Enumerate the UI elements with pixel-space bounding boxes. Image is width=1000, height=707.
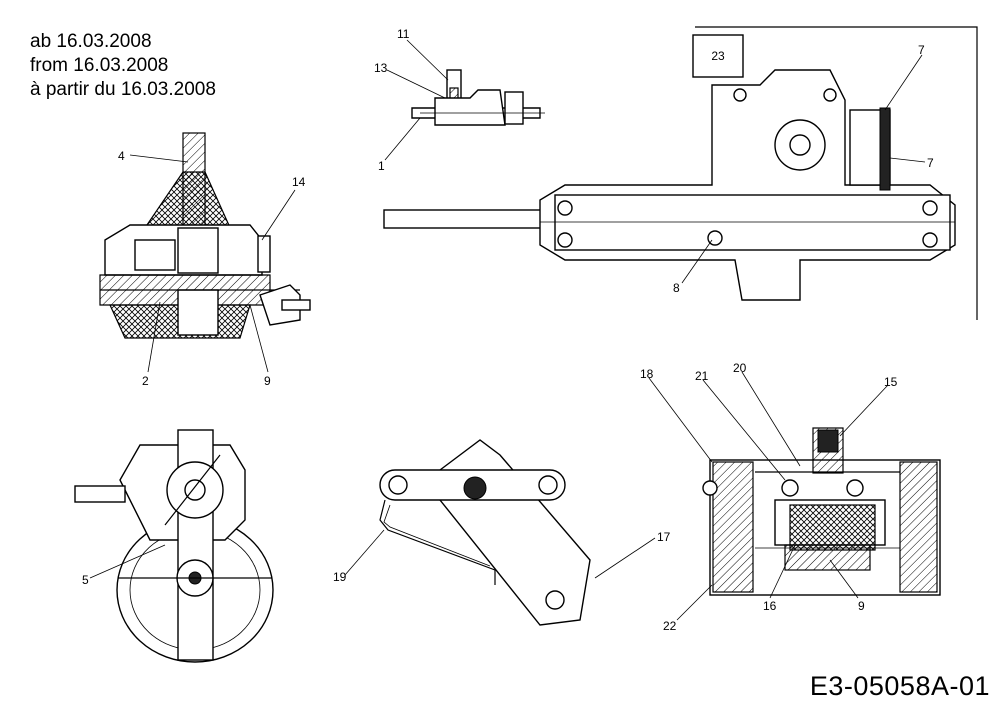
callout-leader-lines <box>89 39 926 621</box>
callout-7-lower: 7 <box>927 156 934 170</box>
callout-18: 18 <box>640 367 654 381</box>
callout-7-upper: 7 <box>918 43 925 57</box>
shift-lever-detail <box>411 69 545 126</box>
callout-1: 1 <box>378 159 385 173</box>
callout-11: 11 <box>397 27 410 41</box>
callout-15: 15 <box>884 375 898 389</box>
transaxle-top-view: 23 <box>383 26 978 320</box>
gearbox-side-view <box>74 429 274 663</box>
callout-19: 19 <box>333 570 347 584</box>
clutch-cross-section <box>702 427 941 596</box>
date-english: from 16.03.2008 <box>30 55 169 76</box>
callout-16: 16 <box>763 599 777 613</box>
reference-box <box>692 34 744 78</box>
date-german: ab 16.03.2008 <box>30 31 152 52</box>
callout-22: 22 <box>663 619 677 633</box>
callout-5: 5 <box>82 573 89 587</box>
callout-2: 2 <box>142 374 149 388</box>
callout-9-lower: 9 <box>858 599 865 613</box>
callout-17: 17 <box>657 530 671 544</box>
validity-date-block: ab 16.03.2008 from 16.03.2008 à partir d… <box>30 30 216 102</box>
callout-21: 21 <box>695 369 709 383</box>
gearbox-cross-section <box>99 132 311 339</box>
callout-labels: 4 14 2 9 11 13 1 7 7 8 5 19 17 18 20 21 … <box>82 27 934 633</box>
callout-8: 8 <box>673 281 680 295</box>
lever-bracket-assembly <box>379 439 591 626</box>
callout-4: 4 <box>118 149 125 163</box>
callout-20: 20 <box>733 361 747 375</box>
callout-9: 9 <box>264 374 271 388</box>
callout-14: 14 <box>292 175 306 189</box>
callout-13: 13 <box>374 61 388 75</box>
document-code: E3-05058A-01 <box>809 671 990 701</box>
date-french: à partir du 16.03.2008 <box>30 79 216 100</box>
reference-box-label: 23 <box>711 49 725 63</box>
